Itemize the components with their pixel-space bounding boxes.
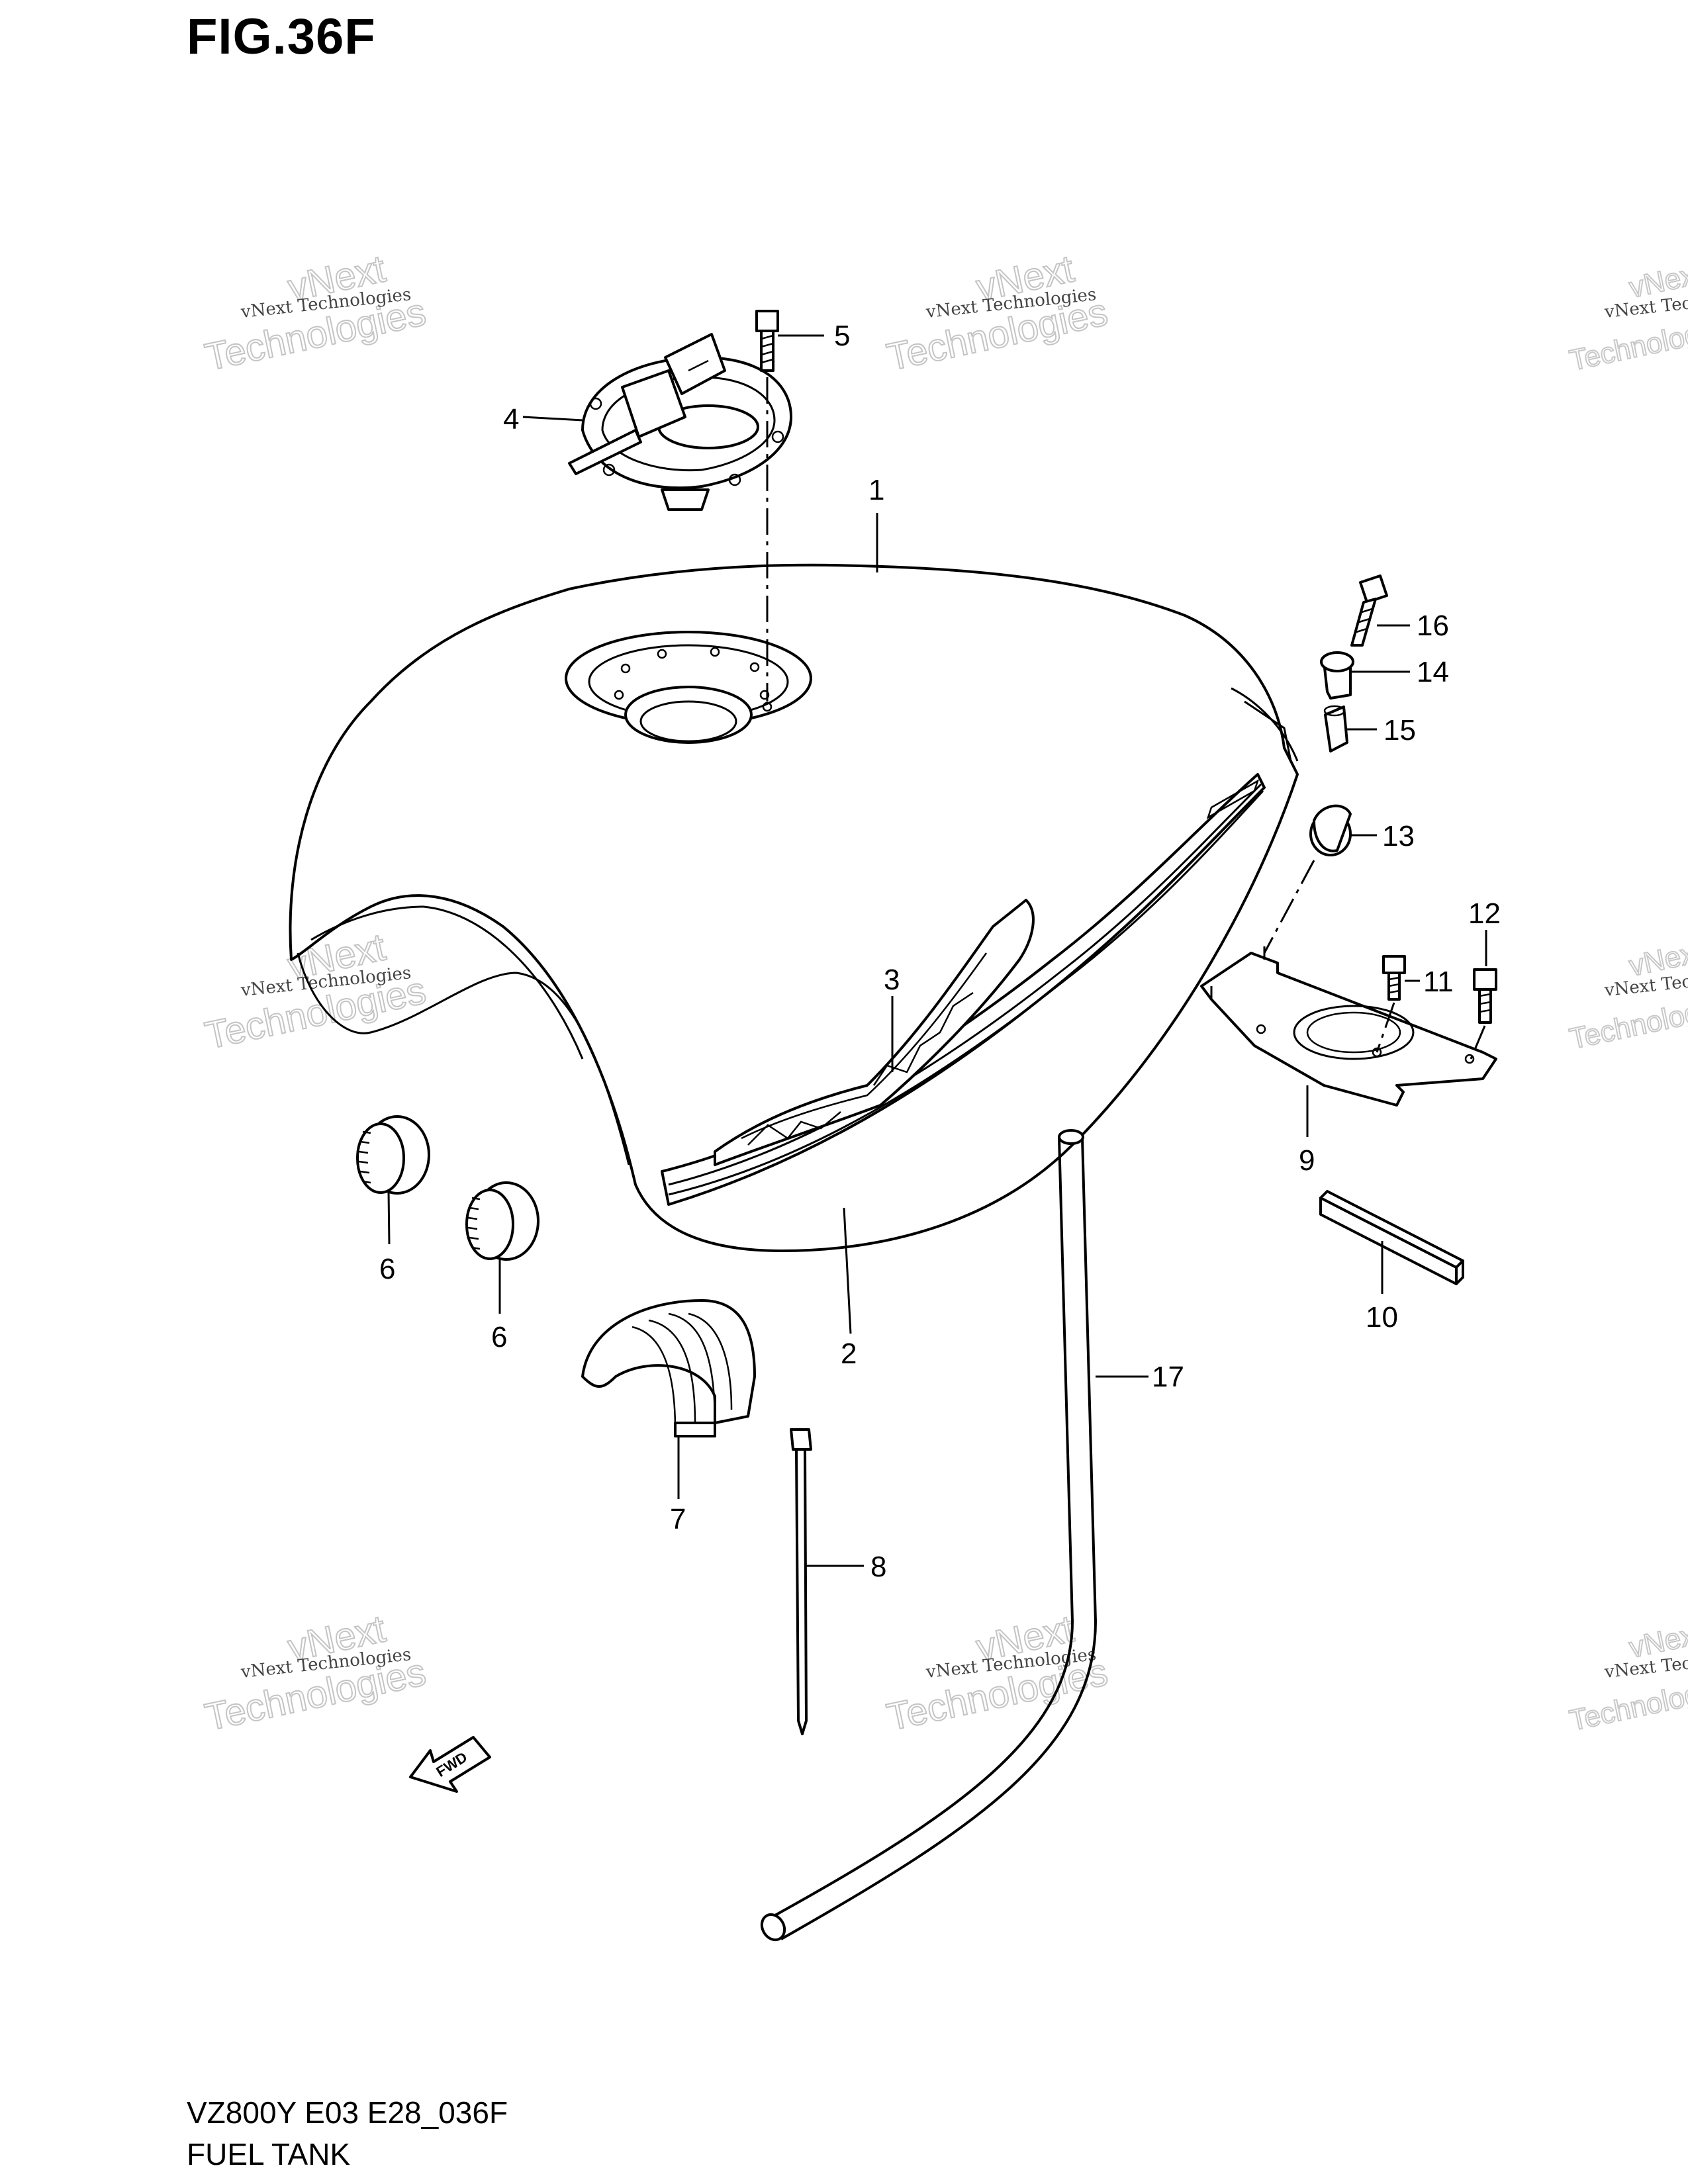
callout-8: 8 bbox=[870, 1551, 886, 1583]
screw-5 bbox=[755, 310, 779, 712]
svg-text:Technologies: Technologies bbox=[1567, 1670, 1688, 1737]
callout-9: 9 bbox=[1299, 1144, 1315, 1177]
callout-15: 15 bbox=[1383, 714, 1416, 747]
callout-6b: 6 bbox=[491, 1321, 507, 1353]
figure-name: FUEL TANK bbox=[187, 2137, 351, 2171]
callout-16: 16 bbox=[1417, 610, 1449, 642]
grommet-6b bbox=[465, 1181, 539, 1261]
callout-3: 3 bbox=[884, 964, 900, 996]
watermark-bottom-right: vNext Technologies vNext Technologies bbox=[1566, 1616, 1688, 1737]
svg-text:Technologies: Technologies bbox=[1567, 988, 1688, 1055]
watermark-top-left: vNext Technologies vNext Technologies bbox=[201, 246, 430, 379]
fuel-tank bbox=[289, 563, 1299, 1252]
bolt-16 bbox=[1350, 574, 1388, 647]
callout-7: 7 bbox=[670, 1503, 686, 1535]
cushion-14 bbox=[1320, 651, 1354, 700]
callout-numbers: 1 2 3 4 5 6 6 7 8 9 10 11 12 13 14 15 16… bbox=[379, 320, 1501, 1583]
cable-tie-8 bbox=[790, 1428, 812, 1735]
callout-6a: 6 bbox=[379, 1253, 395, 1285]
callout-1: 1 bbox=[868, 474, 884, 506]
forward-direction-arrow: FWD bbox=[409, 1736, 491, 1793]
svg-text:Technologies: Technologies bbox=[1567, 310, 1688, 377]
callout-17: 17 bbox=[1152, 1361, 1184, 1393]
watermark-mid-right: vNext Technologies vNext Technologies bbox=[1566, 934, 1688, 1056]
callout-2: 2 bbox=[841, 1338, 857, 1370]
bolt-11 bbox=[1376, 955, 1406, 1053]
watermark-top-right: vNext Technologies vNext Technologies bbox=[1566, 256, 1688, 377]
tank-emblem bbox=[714, 899, 1035, 1166]
bolt-12 bbox=[1470, 968, 1497, 1060]
collar-15 bbox=[1323, 705, 1348, 752]
watermark-bottom-center: vNext Technologies vNext Technologies bbox=[882, 1606, 1112, 1739]
hose-17 bbox=[760, 1129, 1098, 1942]
callout-5: 5 bbox=[834, 320, 850, 352]
watermark-bottom-left: vNext Technologies vNext Technologies bbox=[201, 1606, 430, 1739]
watermark-mid-left: vNext Technologies vNext Technologies bbox=[201, 925, 430, 1058]
model-code: VZ800Y E03 E28_036F bbox=[187, 2095, 508, 2130]
callout-11: 11 bbox=[1423, 966, 1454, 998]
figure-title: FIG.36F bbox=[187, 9, 376, 65]
seal-strip-10 bbox=[1319, 1190, 1464, 1285]
callout-10: 10 bbox=[1366, 1301, 1398, 1334]
damper-13 bbox=[1263, 804, 1352, 954]
fuel-cap-assembly bbox=[568, 333, 792, 511]
leader-lines bbox=[387, 334, 1487, 1567]
watermark-top-center: vNext Technologies vNext Technologies bbox=[882, 246, 1112, 379]
rubber-cushion-7 bbox=[581, 1299, 756, 1437]
callout-12: 12 bbox=[1468, 897, 1501, 930]
bracket-9 bbox=[1200, 946, 1497, 1107]
callout-4: 4 bbox=[503, 403, 519, 435]
grommet-6a bbox=[356, 1115, 430, 1195]
callout-14: 14 bbox=[1417, 656, 1449, 688]
callout-13: 13 bbox=[1382, 820, 1415, 852]
